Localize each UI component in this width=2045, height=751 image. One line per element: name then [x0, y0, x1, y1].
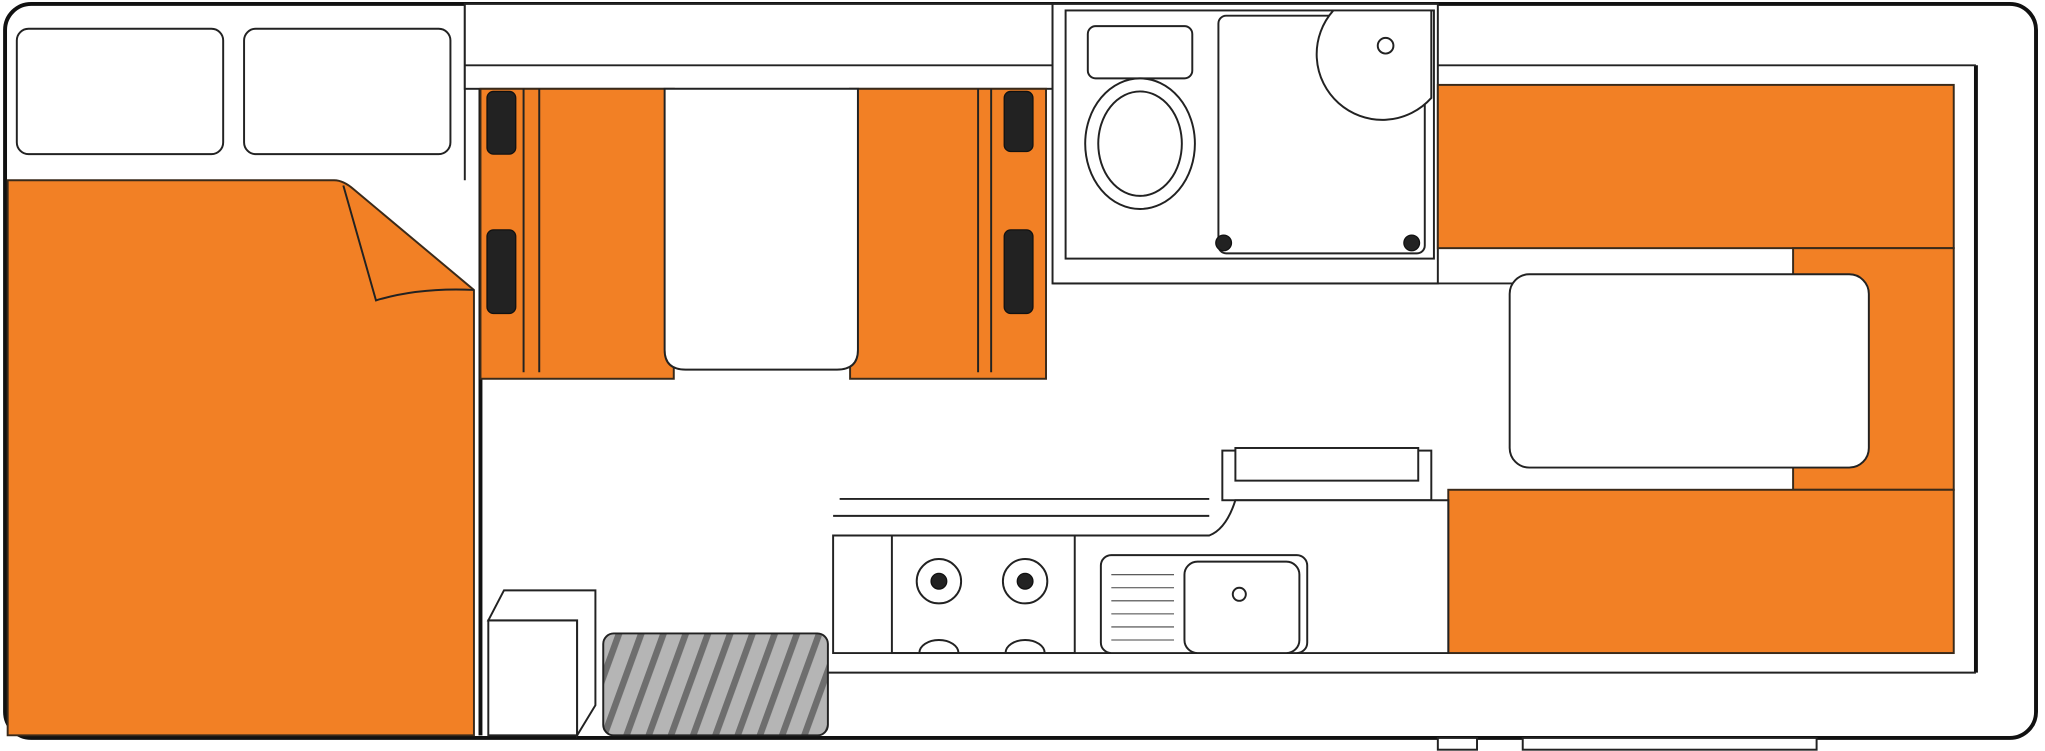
burner-icon	[1001, 558, 1049, 605]
storage-cabinet	[487, 619, 579, 737]
cab-window-left	[15, 27, 225, 156]
double-bed	[6, 179, 475, 737]
drainboard	[1111, 574, 1175, 641]
fridge-top	[1234, 447, 1420, 482]
burner-icon	[918, 639, 960, 654]
bed-folded-corner	[342, 185, 474, 302]
shower-corner	[1403, 234, 1421, 252]
rear-table	[1508, 273, 1870, 469]
sink-drain	[1231, 586, 1247, 602]
cab-window-right	[243, 27, 452, 156]
rear-lounge-seat-top	[1436, 83, 1955, 250]
bathroom-inner	[1064, 9, 1435, 260]
rear-lounge-seat-bottom	[1447, 488, 1955, 655]
burner-icon	[915, 558, 963, 605]
dinette-table	[663, 87, 859, 371]
entry-step	[1436, 736, 1478, 751]
cushion	[1003, 90, 1034, 153]
storage-cabinet-top	[486, 589, 597, 739]
toilet-tank	[1086, 25, 1194, 80]
toilet	[1084, 77, 1196, 210]
toilet-seat	[1097, 90, 1183, 197]
cushion	[1003, 229, 1034, 315]
entry-step	[1521, 736, 1818, 751]
entry-mat	[602, 632, 829, 737]
dinette-seat-left	[479, 87, 675, 380]
stove	[890, 534, 1076, 655]
cushion	[486, 229, 517, 315]
overhead-cabinet	[463, 2, 1054, 90]
burner-icon	[1004, 639, 1046, 654]
sink-basin	[1183, 560, 1301, 655]
shower-drain	[1376, 36, 1395, 55]
shower-basin	[1315, 9, 1433, 121]
shower-corner	[1215, 234, 1233, 252]
cushion	[486, 90, 517, 155]
